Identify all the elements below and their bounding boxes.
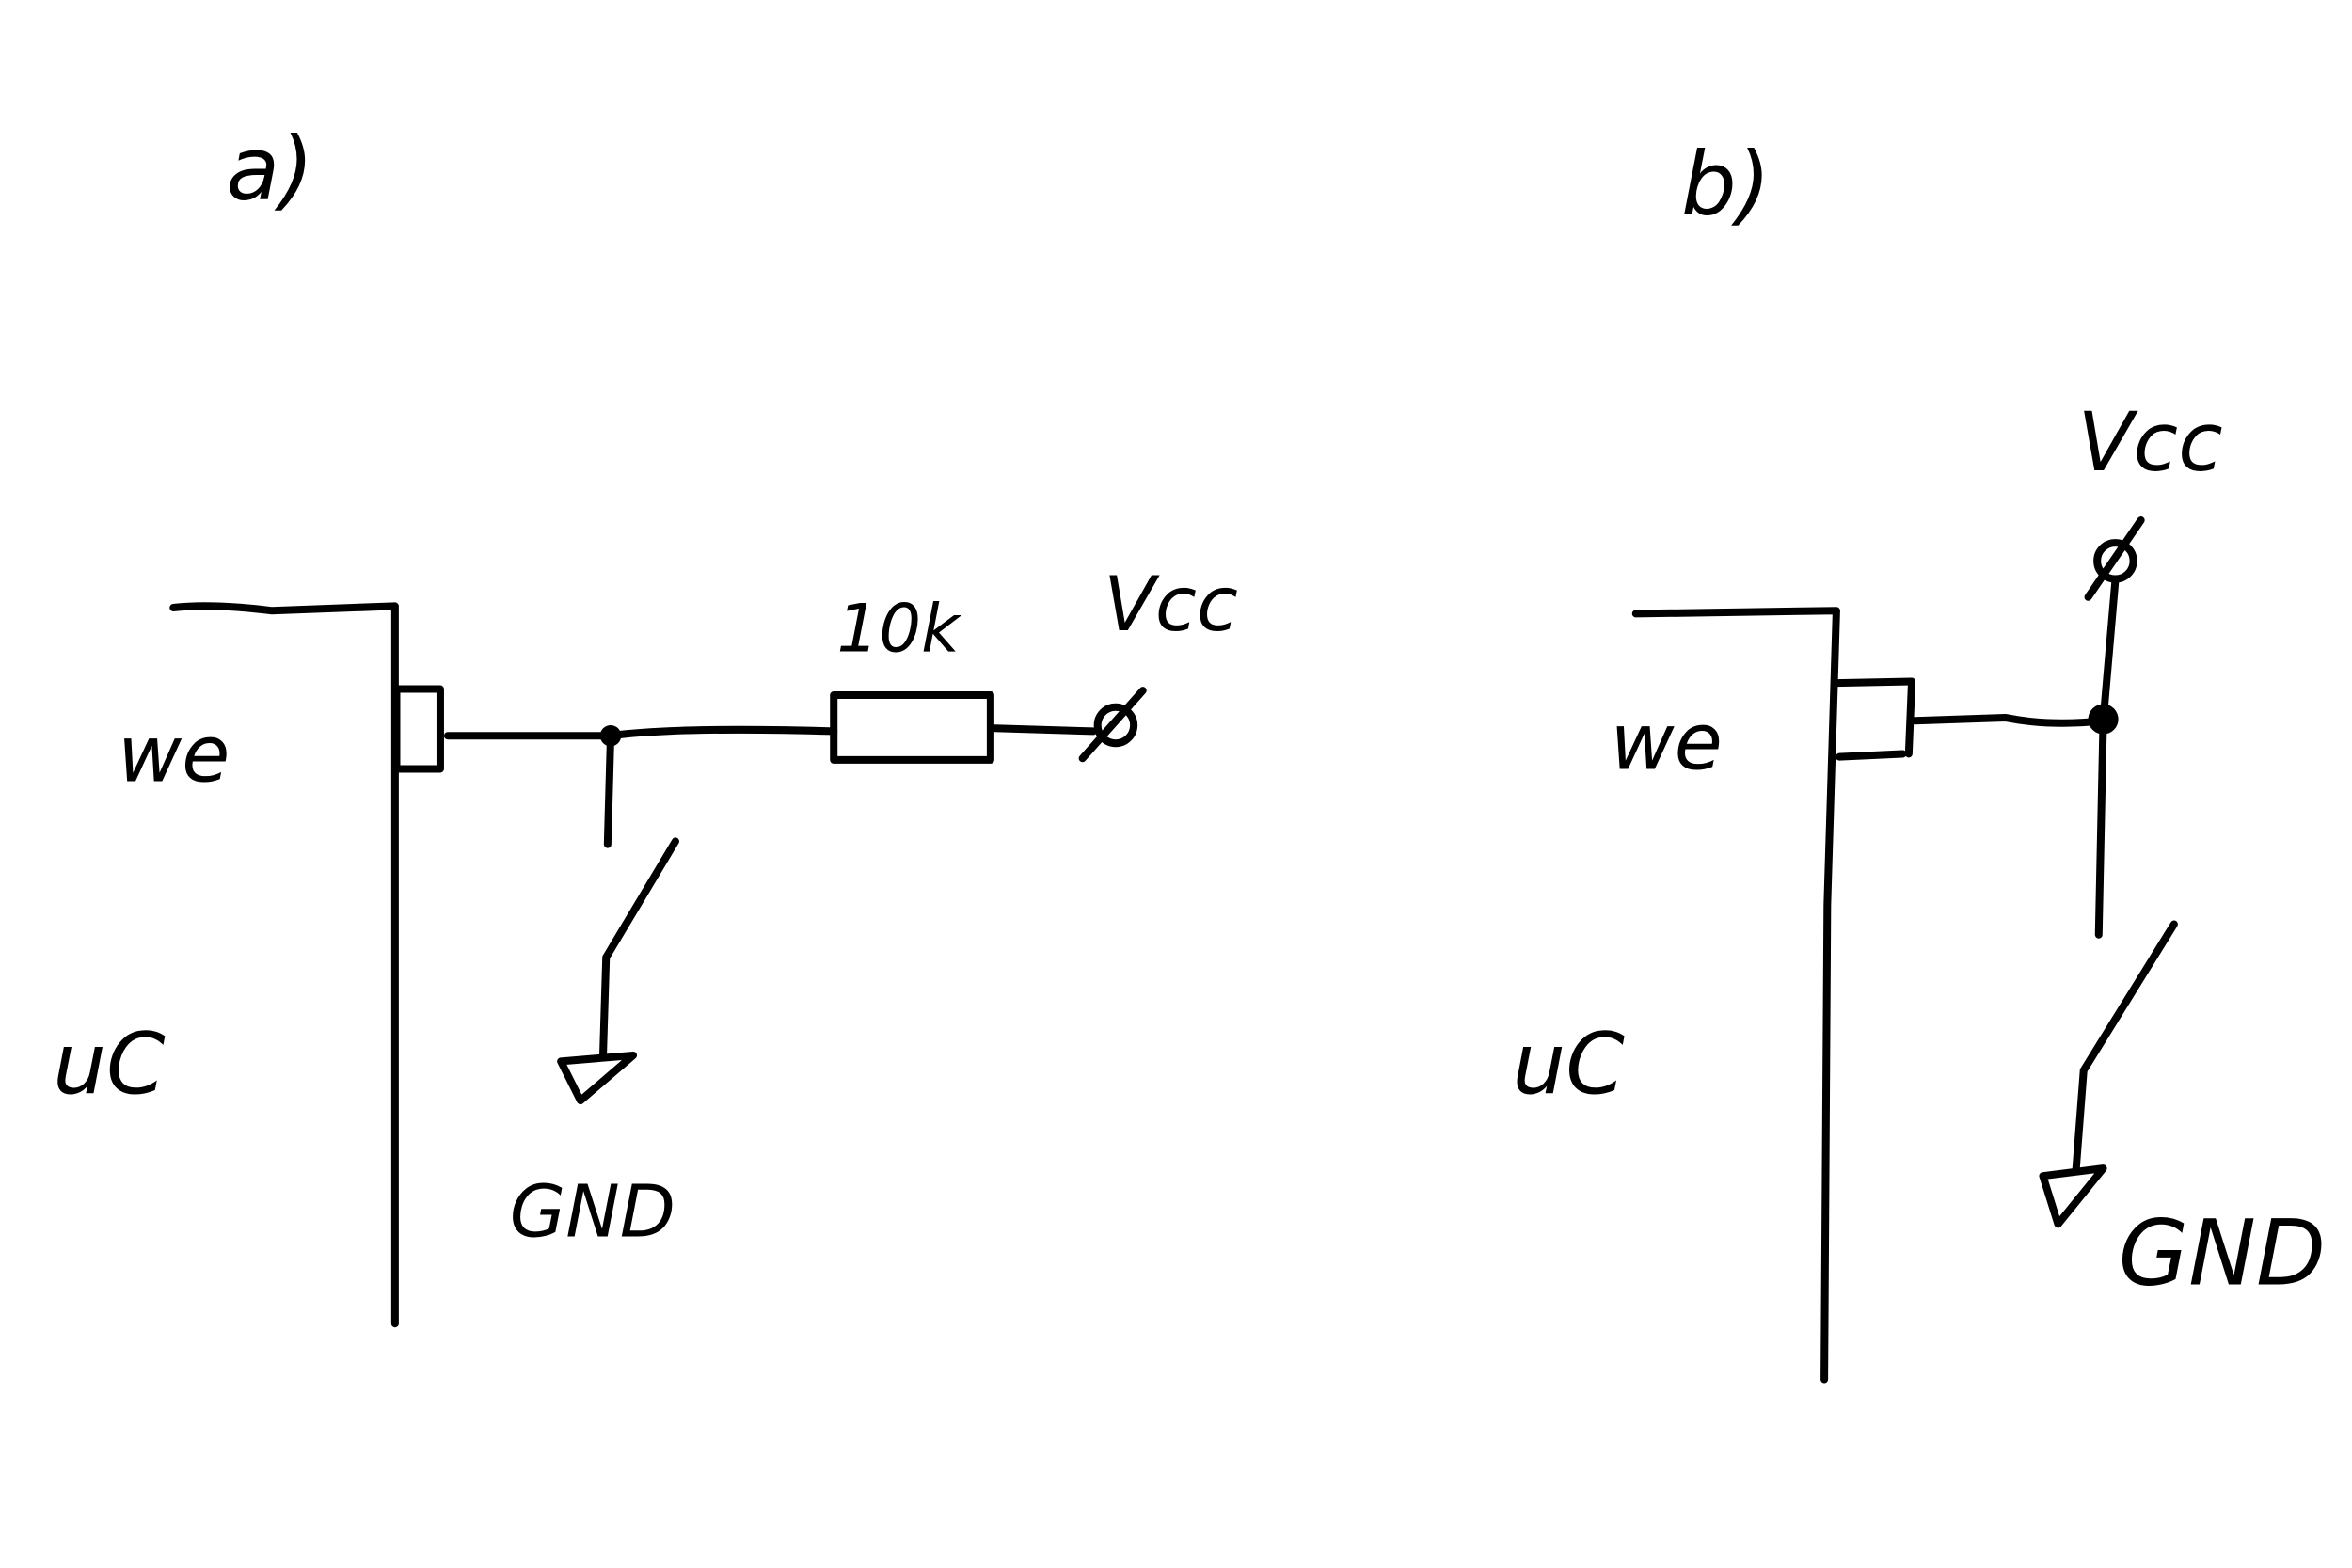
resistor: [830, 690, 994, 764]
wire: [2094, 577, 2120, 939]
pin-box: [392, 685, 444, 773]
switch: [599, 837, 679, 1059]
pin-label: we: [118, 708, 230, 800]
vcc-terminal-icon: [2093, 539, 2137, 583]
vcc-label: Vcc: [1104, 561, 1238, 648]
vcc-terminal-slash: [1078, 687, 1147, 763]
switch: [2072, 920, 2178, 1173]
wire: [991, 724, 1097, 736]
microcontroller-outline: [169, 602, 399, 1328]
wire: [1911, 713, 2107, 727]
vcc-terminal-slash: [2084, 516, 2145, 601]
vcc-terminal-icon: [1093, 703, 1138, 748]
panel-b: b) we uC Vcc GND: [1512, 134, 2326, 1384]
vcc-label: Vcc: [2077, 396, 2222, 490]
pin-label: we: [1611, 696, 1723, 787]
ground-icon: [2039, 1164, 2107, 1228]
panel-a-label: a): [226, 119, 313, 220]
wire: [443, 725, 838, 740]
ground-label: GND: [510, 1170, 675, 1254]
ground-icon: [557, 1051, 638, 1105]
pin-box: [1832, 677, 1916, 761]
panel-a: a) we uC 10k Vcc GND: [53, 119, 1238, 1328]
wire: [603, 732, 615, 848]
chip-label: uC: [53, 1016, 166, 1114]
chip-label: uC: [1512, 1016, 1625, 1114]
resistor-label: 10k: [836, 590, 962, 667]
microcontroller-outline: [1631, 607, 1840, 1384]
panel-b-label: b): [1681, 134, 1771, 235]
ground-label: GND: [2119, 1201, 2326, 1307]
